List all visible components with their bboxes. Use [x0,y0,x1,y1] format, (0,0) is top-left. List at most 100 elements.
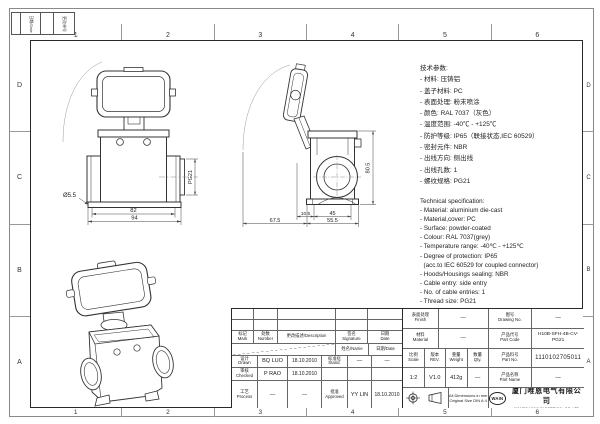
empty-cell [348,368,372,382]
revision-empty-cell [278,319,336,331]
qty-label: 数量 Qty. [467,348,489,369]
zone-letter: D [583,40,594,133]
iso-left-bushing [80,357,102,391]
open-cover-edge [282,63,309,122]
zone-letter: A [586,359,591,366]
corner-cell-rev: 更改单号 [54,13,74,34]
zone-number: 2 [122,408,215,417]
number-header: 处数 Number [254,330,278,344]
company-name-en: XIAMEN WAIN ELECTRICAL CO.,LTD [514,407,579,409]
revision-empty-cell [336,319,368,331]
cover-outline [96,70,171,118]
projection-symbols [406,391,442,405]
part-no-value: 1110102705011 [532,349,584,369]
cover-swing-arc [242,64,291,151]
iso-screw [133,344,141,352]
iso-right-bushing [152,345,174,379]
spec-line-cn: - 温度范围: -40℃ - +125℃ [420,121,497,129]
dim-94-label: 94 [131,216,138,222]
spec-line-cn: - 密封元件: NBR [420,144,468,152]
drawn-date: 18.10.2010 [288,355,322,369]
scale-value: 1:2 [403,368,425,388]
spec-line-en: - Surface: powder-coated [420,225,491,233]
rev-label: 版本 REV. [424,348,446,369]
iso-cover [65,260,157,317]
cover-left-tab [91,88,98,97]
dim-height-label: 80.5 [366,163,372,174]
dim-base-label: 55.5 [327,218,338,224]
corner-rev-label: 更改单号 [62,15,67,32]
revision-empty-cell [254,309,278,320]
corner-revision-table: 日期/Date 更改单号 [11,12,75,35]
corner-cell-empty2 [41,13,54,34]
revision-empty-cell [278,309,336,320]
mark-header: 标记 Mark [232,330,254,344]
spec-list-english: Technical specification:- Material: alum… [420,197,584,306]
process-date: — [288,381,322,409]
left-wing [86,155,101,203]
dim-hole-label: Ø5.5 [63,193,77,199]
spec-line-cn: - 螺纹规格: PG21 [420,177,471,185]
iso-foot [94,394,111,407]
side-view-drawing: 80.5 10.5 45 67.5 55.5 [242,63,376,227]
date-header: 日期 Date [368,331,402,344]
hinge-stem [123,116,145,131]
spec-line-en: - Colour: RAL 7037(grey) [420,234,491,242]
cover-top-tab [123,67,144,72]
company-name-cn: 厦门唯恩电气有限公司 [511,388,582,405]
approved-date: 18.10.2010 [374,391,400,398]
checked-date: 18.10.2010 [288,368,322,382]
zone-number: 3 [215,24,307,40]
material-label: 材料 Material [403,328,439,349]
zone-letter: C [583,132,594,225]
corner-cell-date: 日期/Date [21,13,41,34]
zone-number: 5 [399,408,492,417]
name-subheader: 姓名/Name [336,343,369,356]
part-name-label: 产品名称 Part Name [488,368,533,388]
part-code-label: 产品代号 Part Code [488,328,533,349]
housing-body [100,136,167,203]
qty-value: — [467,368,489,388]
cover-swing-arc [62,61,103,143]
iso-screw [113,348,121,356]
part-code-value: H10B-SFH-4B-CV- PG21 [532,329,584,349]
cover-right-tab [169,88,176,97]
drawing-no-label: 图号 Drawing No. [488,309,533,329]
corner-cell-empty [12,13,21,34]
zone-number: 5 [399,24,492,40]
spec-line-cn: - 出线方向: 侧出线 [420,155,474,163]
revision-diagonal-cell [232,343,336,356]
revision-empty-cell [368,320,402,331]
spec-line-cn: - 防护等级: IP65（联接状态,IEC 60529） [420,132,539,140]
revision-empty-cell [232,309,254,320]
spec-line-cn: - 材料: 压铸铝 [420,76,461,84]
wain-logo: WAIN [488,391,507,405]
spec-line-en: - Material,cover: PC [420,216,476,224]
dim-open-label: 67.5 [270,218,281,224]
zone-letter: B [583,225,594,317]
projection-symbols-cell [403,388,449,408]
dims-note: All Dimensions in mm Original Size DIN A… [449,388,489,408]
stand-label: 标准化 Stand. [322,355,348,369]
spec-line-en: - Material: aluminium die-cast [420,207,503,215]
finish-value: — [438,309,489,329]
zone-number: 6 [535,409,540,416]
company-cell: WAIN 厦门唯恩电气有限公司 XIAMEN WAIN ELECTRICAL C… [488,388,584,409]
zone-letter: C [9,132,30,225]
stand-name: — [348,355,372,369]
housing-flange [97,129,170,138]
spec-line-cn: - 盖子材料: PC [420,87,463,95]
revision-empty-cell [232,319,254,331]
drawing-no-value: — [532,309,584,329]
finish-label: 表面处理 Finish [403,309,439,329]
drawn-label: 设计 Drawn [232,355,258,369]
front-view-drawing: PG21 Ø5.5 82 94 [62,61,198,225]
title-block-info-section: 表面处理 Finish — 图号 Drawing No. — 材料 Materi… [402,309,584,408]
spec-line-en: - Cable entry: side entry [420,279,487,287]
rev-value: V1.0 [424,368,446,388]
zone-number: 1 [30,24,123,40]
empty-cell [322,368,348,382]
